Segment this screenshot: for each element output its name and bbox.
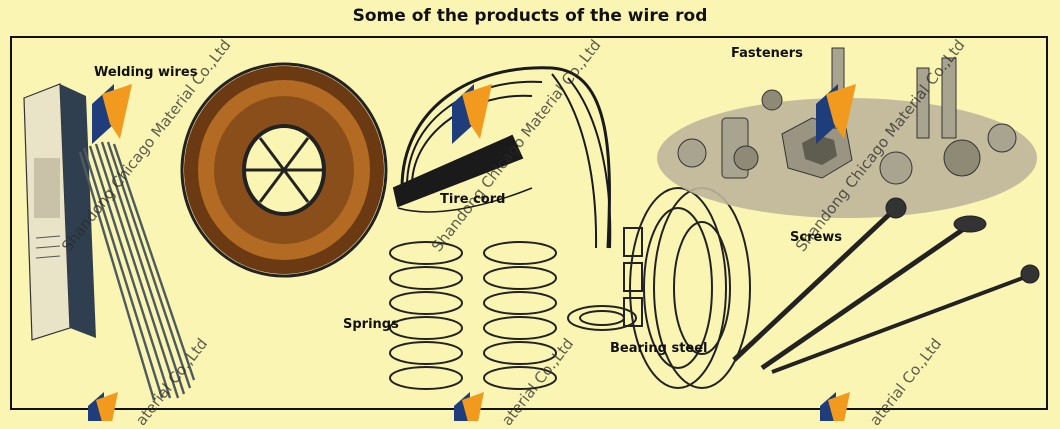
label-welding-wires: Welding wires	[94, 65, 198, 80]
fasteners-image	[657, 47, 1037, 218]
page-title: Some of the products of the wire rod	[352, 6, 708, 26]
label-springs: Springs	[343, 317, 399, 332]
screws-image	[732, 197, 1040, 374]
label-screws: Screws	[790, 230, 843, 245]
label-bearing-steel: Bearing steel	[610, 341, 708, 356]
tire-image	[392, 66, 612, 249]
springs-image	[389, 241, 557, 390]
products-illustration	[23, 47, 1040, 401]
company-logo-icon	[816, 84, 856, 144]
company-logo-icon	[452, 84, 492, 144]
welding-rods-image	[78, 141, 196, 401]
company-logo-icon	[92, 84, 132, 144]
label-tire-cord: Tire cord	[440, 192, 506, 207]
label-fasteners: Fasteners	[731, 46, 803, 61]
welding-wire-box-image	[23, 83, 96, 341]
products-panel: Shandong Chicago Material Co.,Ltd Shando…	[10, 36, 1048, 410]
bearing-image	[567, 187, 751, 389]
wire-spool-image	[180, 62, 388, 278]
